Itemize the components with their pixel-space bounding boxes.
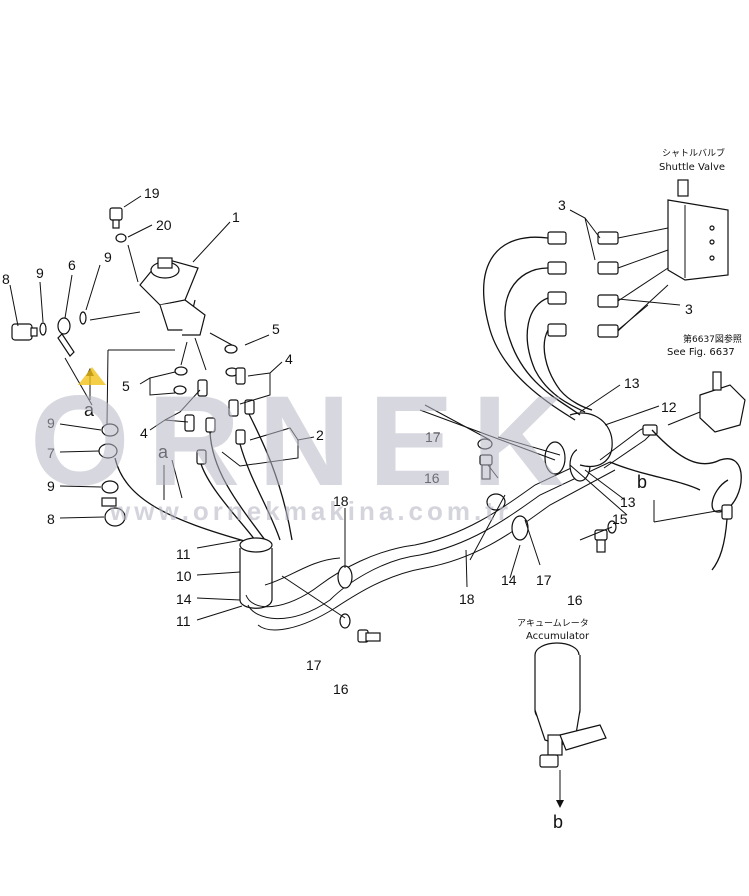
hoses-2 <box>114 399 293 543</box>
o-rings-5 <box>173 344 239 395</box>
callout-13-top: 13 <box>624 375 640 391</box>
accumulator <box>534 642 607 808</box>
note-accumulator-jp: アキュームレータ <box>517 618 589 629</box>
marker-b-right: b <box>637 472 647 492</box>
marker-b-bottom: b <box>553 812 563 832</box>
marker-a-left: a <box>84 400 95 420</box>
o-ring-9-left <box>39 322 47 336</box>
callout-20: 20 <box>156 217 172 233</box>
callout-9-left: 9 <box>36 265 44 281</box>
callout-19: 19 <box>144 185 160 201</box>
ppc-valve <box>139 257 206 336</box>
note-shuttle-en: Shuttle Valve <box>659 162 725 173</box>
callout-9-low: 9 <box>47 478 55 494</box>
o-ring-9-top <box>79 311 87 325</box>
elbow-fitting-6 <box>57 317 75 357</box>
callout-17-right: 17 <box>536 572 552 588</box>
callout-4-right: 4 <box>285 351 293 367</box>
clamps-13 <box>337 441 591 589</box>
callout-18-top: 18 <box>333 493 349 509</box>
pipe-assembly <box>245 451 616 631</box>
callout-9-top: 9 <box>104 249 112 265</box>
callout-3-top: 3 <box>558 197 566 213</box>
adapters-4 <box>184 367 246 432</box>
hose-loop-b <box>609 429 742 571</box>
sleeve-10 <box>239 537 273 609</box>
callout-8-top: 8 <box>2 271 10 287</box>
marker-labels: a a b b <box>84 400 647 832</box>
callout-16-bottom: 16 <box>333 681 349 697</box>
shuttle-valve <box>667 179 729 281</box>
notes: シャトルバルブ Shuttle Valve 第6637図参照 See Fig. … <box>517 147 742 642</box>
callout-14-right: 14 <box>501 572 517 588</box>
adapters-3 <box>597 227 669 338</box>
callout-5-right: 5 <box>272 321 280 337</box>
callout-9-mid: 9 <box>47 415 55 431</box>
leader-lines-right <box>569 209 681 331</box>
marker-a-mid: a <box>158 442 169 462</box>
callout-17-bottom: 17 <box>306 657 322 673</box>
callout-7: 7 <box>47 445 55 461</box>
note-shuttle-jp: シャトルバルブ <box>662 147 725 159</box>
o-ring-9-mid <box>101 423 119 437</box>
callout-17-top: 17 <box>425 429 441 445</box>
bolt-19 <box>109 207 123 229</box>
callout-11-top: 11 <box>176 546 191 562</box>
callout-15: 15 <box>612 511 628 527</box>
callout-6: 6 <box>68 257 76 273</box>
washer-20 <box>115 233 127 243</box>
note-accumulator-en: Accumulator <box>526 631 590 642</box>
callout-11-bottom: 11 <box>176 613 191 629</box>
plug-8-bottom <box>101 497 126 527</box>
o-ring-9-low <box>101 480 119 494</box>
note-see-fig-jp: 第6637図参照 <box>683 333 742 345</box>
callout-labels: 1 2 3 3 4 4 5 5 6 7 8 8 9 9 9 9 10 11 11… <box>2 185 693 697</box>
callout-10: 10 <box>176 568 192 584</box>
leader-lines-centre <box>196 384 660 621</box>
fitting-7 <box>98 443 118 459</box>
callout-18-bottom: 18 <box>459 591 475 607</box>
tube-12 <box>569 412 658 469</box>
note-see-fig-en: See Fig. 6637 <box>667 347 735 358</box>
callout-14-left: 14 <box>176 591 192 607</box>
callout-3-right: 3 <box>685 301 693 317</box>
leader-lines-left <box>9 195 315 519</box>
hoses-right <box>483 231 593 421</box>
valve-fig-6637 <box>667 371 746 433</box>
callout-12: 12 <box>661 399 677 415</box>
callout-4-left: 4 <box>140 425 148 441</box>
callout-8-bottom: 8 <box>47 511 55 527</box>
callout-16-top: 16 <box>424 470 440 486</box>
callout-2: 2 <box>316 427 324 443</box>
callout-16-right: 16 <box>567 592 583 608</box>
callout-13-bottom: 13 <box>620 494 636 510</box>
callout-5-left: 5 <box>122 378 130 394</box>
bolts-16 <box>357 454 608 643</box>
plug-8-top <box>11 323 38 341</box>
callout-1: 1 <box>232 209 240 225</box>
